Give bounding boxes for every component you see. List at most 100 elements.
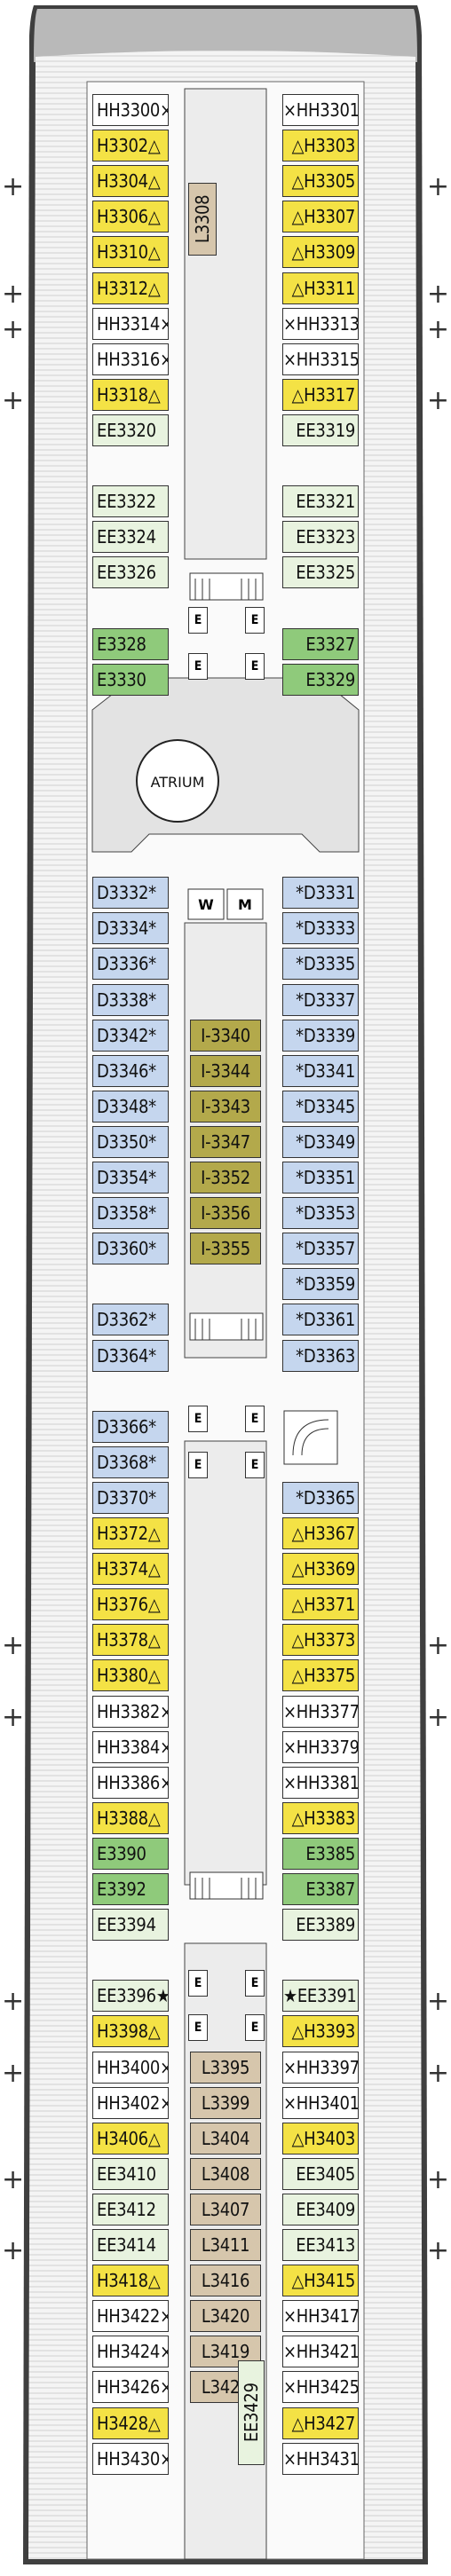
cabin-h3388[interactable]: H3388△ xyxy=(92,1801,169,1834)
cabin-h3427[interactable]: △H3427 xyxy=(282,2407,359,2439)
cabin-hh3426[interactable]: HH3426× xyxy=(92,2371,169,2404)
cabin-ee3391[interactable]: ★EE3391 xyxy=(282,1980,359,2013)
cabin-ee3413[interactable]: EE3413 xyxy=(282,2229,359,2261)
cabin-ee3405[interactable]: EE3405 xyxy=(282,2157,359,2190)
cabin-hh3400[interactable]: HH3400× xyxy=(92,2051,169,2084)
cabin-ee3325[interactable]: EE3325 xyxy=(282,556,359,589)
cabin-d3366[interactable]: D3366* xyxy=(92,1410,169,1443)
cabin-d3351[interactable]: *D3351 xyxy=(282,1162,359,1193)
cabin-hh3379[interactable]: ×HH3379 xyxy=(282,1730,359,1763)
cabin-l3399[interactable]: L3399 xyxy=(190,2086,261,2119)
cabin-d3336[interactable]: D3336* xyxy=(92,948,169,981)
cabin-h3383[interactable]: △H3383 xyxy=(282,1801,359,1834)
cabin-i-3347[interactable]: I-3347 xyxy=(190,1125,261,1158)
cabin-h3378[interactable]: H3378△ xyxy=(92,1624,169,1657)
cabin-d3338[interactable]: D3338* xyxy=(92,983,169,1016)
cabin-hh3430[interactable]: HH3430× xyxy=(92,2442,169,2475)
cabin-h3371[interactable]: △H3371 xyxy=(282,1588,359,1621)
cabin-ee3322[interactable]: EE3322 xyxy=(92,485,169,518)
cabin-i-3355[interactable]: I-3355 xyxy=(190,1233,261,1265)
cabin-d3363[interactable]: *D3363 xyxy=(282,1339,359,1372)
cabin-e3327[interactable]: E3327 xyxy=(282,627,359,660)
cabin-e3330[interactable]: E3330 xyxy=(92,663,169,696)
cabin-d3350[interactable]: D3350* xyxy=(92,1125,169,1158)
cabin-i-3343[interactable]: I-3343 xyxy=(190,1090,261,1123)
cabin-d3353[interactable]: *D3353 xyxy=(282,1197,359,1230)
cabin-ee3321[interactable]: EE3321 xyxy=(282,485,359,518)
cabin-h3406[interactable]: H3406△ xyxy=(92,2122,169,2155)
cabin-hh3422[interactable]: HH3422× xyxy=(92,2300,169,2333)
cabin-l3419[interactable]: L3419 xyxy=(190,2336,261,2368)
cabin-e3329[interactable]: E3329 xyxy=(282,663,359,696)
cabin-d3332[interactable]: D3332* xyxy=(92,877,169,910)
cabin-hh3381[interactable]: ×HH3381 xyxy=(282,1766,359,1799)
cabin-ee3410[interactable]: EE3410 xyxy=(92,2157,169,2190)
cabin-ee3429[interactable]: EE3429 xyxy=(238,2360,265,2465)
cabin-hh3402[interactable]: HH3402× xyxy=(92,2086,169,2119)
cabin-d3335[interactable]: *D3335 xyxy=(282,948,359,981)
cabin-ee3319[interactable]: EE3319 xyxy=(282,414,359,446)
cabin-d3349[interactable]: *D3349 xyxy=(282,1125,359,1158)
cabin-l3395[interactable]: L3395 xyxy=(190,2051,261,2084)
cabin-e3390[interactable]: E3390 xyxy=(92,1837,169,1870)
cabin-h3372[interactable]: H3372△ xyxy=(92,1517,169,1549)
cabin-d3362[interactable]: D3362* xyxy=(92,1304,169,1336)
cabin-h3310[interactable]: H3310△ xyxy=(92,236,169,269)
cabin-hh3316[interactable]: HH3316× xyxy=(92,343,169,375)
cabin-d3348[interactable]: D3348* xyxy=(92,1090,169,1123)
cabin-d3342[interactable]: D3342* xyxy=(92,1019,169,1052)
cabin-l3420[interactable]: L3420 xyxy=(190,2300,261,2333)
cabin-d3345[interactable]: *D3345 xyxy=(282,1090,359,1123)
cabin-e3385[interactable]: E3385 xyxy=(282,1837,359,1870)
cabin-ee3320[interactable]: EE3320 xyxy=(92,414,169,446)
cabin-l3411[interactable]: L3411 xyxy=(190,2229,261,2261)
cabin-h3415[interactable]: △H3415 xyxy=(282,2265,359,2297)
cabin-e3387[interactable]: E3387 xyxy=(282,1873,359,1905)
cabin-ee3326[interactable]: EE3326 xyxy=(92,556,169,589)
cabin-i-3344[interactable]: I-3344 xyxy=(190,1054,261,1087)
cabin-d3364[interactable]: D3364* xyxy=(92,1339,169,1372)
cabin-ee3412[interactable]: EE3412 xyxy=(92,2193,169,2225)
cabin-h3306[interactable]: H3306△ xyxy=(92,201,169,233)
cabin-i-3356[interactable]: I-3356 xyxy=(190,1197,261,1230)
cabin-i-3352[interactable]: I-3352 xyxy=(190,1162,261,1193)
cabin-d3358[interactable]: D3358* xyxy=(92,1197,169,1230)
cabin-h3393[interactable]: △H3393 xyxy=(282,2015,359,2048)
cabin-l3404[interactable]: L3404 xyxy=(190,2122,261,2155)
cabin-h3317[interactable]: △H3317 xyxy=(282,378,359,411)
cabin-h3380[interactable]: H3380△ xyxy=(92,1659,169,1692)
cabin-hh3421[interactable]: ×HH3421 xyxy=(282,2336,359,2368)
cabin-ee3389[interactable]: EE3389 xyxy=(282,1909,359,1942)
cabin-e3392[interactable]: E3392 xyxy=(92,1873,169,1905)
cabin-l3416[interactable]: L3416 xyxy=(190,2265,261,2297)
cabin-hh3382[interactable]: HH3382× xyxy=(92,1695,169,1728)
cabin-l3308[interactable]: L3308 xyxy=(188,183,217,256)
cabin-hh3401[interactable]: ×HH3401 xyxy=(282,2086,359,2119)
cabin-d3368[interactable]: D3368* xyxy=(92,1446,169,1478)
cabin-d3339[interactable]: *D3339 xyxy=(282,1019,359,1052)
cabin-h3374[interactable]: H3374△ xyxy=(92,1553,169,1586)
cabin-hh3417[interactable]: ×HH3417 xyxy=(282,2300,359,2333)
cabin-h3367[interactable]: △H3367 xyxy=(282,1517,359,1549)
cabin-ee3394[interactable]: EE3394 xyxy=(92,1909,169,1942)
cabin-h3312[interactable]: H3312△ xyxy=(92,272,169,304)
cabin-ee3324[interactable]: EE3324 xyxy=(92,521,169,554)
cabin-h3403[interactable]: △H3403 xyxy=(282,2122,359,2155)
cabin-h3418[interactable]: H3418△ xyxy=(92,2265,169,2297)
cabin-ee3414[interactable]: EE3414 xyxy=(92,2229,169,2261)
cabin-hh3431[interactable]: ×HH3431 xyxy=(282,2442,359,2475)
cabin-hh3301[interactable]: ×HH3301 xyxy=(282,94,359,126)
cabin-d3337[interactable]: *D3337 xyxy=(282,983,359,1016)
cabin-ee3323[interactable]: EE3323 xyxy=(282,521,359,554)
cabin-d3333[interactable]: *D3333 xyxy=(282,912,359,945)
cabin-h3375[interactable]: △H3375 xyxy=(282,1659,359,1692)
cabin-h3428[interactable]: H3428△ xyxy=(92,2407,169,2439)
cabin-ee3409[interactable]: EE3409 xyxy=(282,2193,359,2225)
cabin-d3346[interactable]: D3346* xyxy=(92,1054,169,1087)
cabin-h3311[interactable]: △H3311 xyxy=(282,272,359,304)
cabin-d3334[interactable]: D3334* xyxy=(92,912,169,945)
cabin-hh3377[interactable]: ×HH3377 xyxy=(282,1695,359,1728)
cabin-d3360[interactable]: D3360* xyxy=(92,1233,169,1265)
cabin-hh3386[interactable]: HH3386× xyxy=(92,1766,169,1799)
cabin-h3307[interactable]: △H3307 xyxy=(282,201,359,233)
